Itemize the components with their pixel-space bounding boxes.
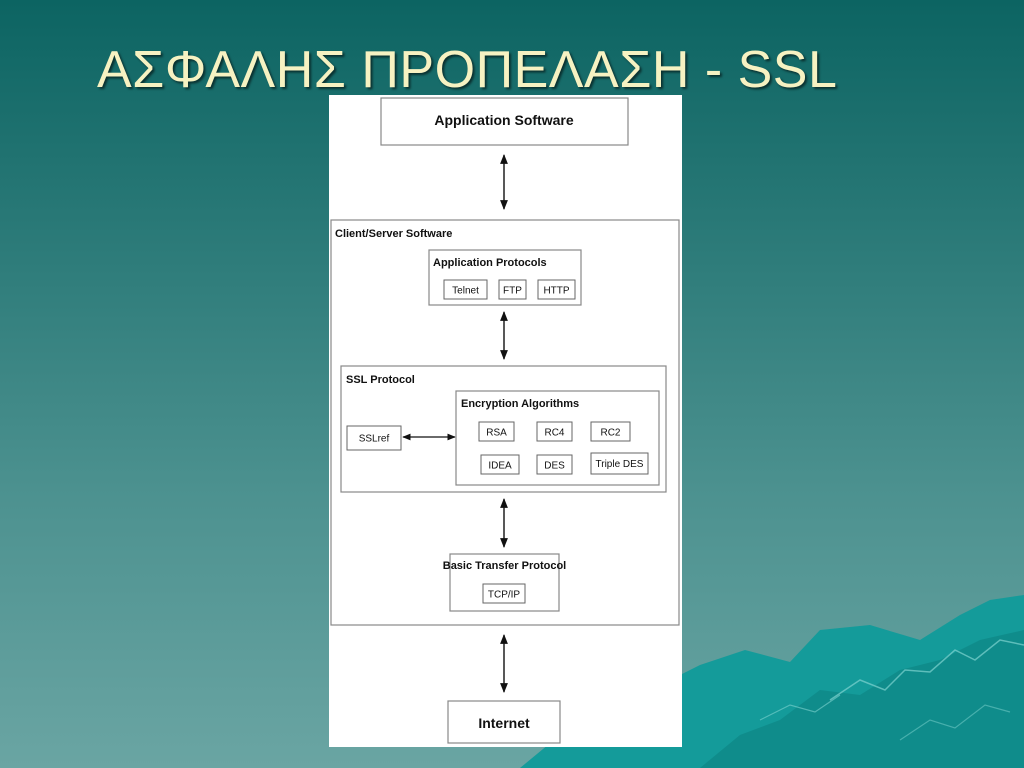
protocol-telnet: Telnet bbox=[443, 279, 488, 300]
basic-transfer-protocol-label: Basic Transfer Protocol bbox=[443, 560, 567, 572]
algorithm-rsa-label: RSA bbox=[486, 428, 507, 439]
protocol-tcp-ip-label: TCP/IP bbox=[488, 590, 521, 601]
protocol-ftp-label: FTP bbox=[503, 286, 522, 297]
internet-box: Internet bbox=[447, 700, 561, 744]
slide-title: ΑΣΦΑΛΗΣ ΠΡΟΠΕΛΑΣΗ - SSL bbox=[97, 41, 838, 99]
algorithm-des-label: DES bbox=[544, 461, 565, 472]
algorithm-idea: IDEA bbox=[480, 454, 520, 475]
algorithm-rc2: RC2 bbox=[590, 421, 631, 442]
sslref-label: SSLref bbox=[359, 434, 390, 445]
algorithm-des: DES bbox=[536, 454, 573, 475]
algorithm-triple-des: Triple DES bbox=[590, 452, 649, 475]
client-server-label: Client/Server Software bbox=[335, 228, 452, 240]
algorithm-triple-des-label: Triple DES bbox=[596, 459, 644, 470]
algorithm-idea-label: IDEA bbox=[488, 461, 512, 472]
protocol-http-label: HTTP bbox=[543, 286, 569, 297]
protocol-http: HTTP bbox=[537, 279, 576, 300]
application-protocols-label: Application Protocols bbox=[433, 257, 547, 269]
algorithm-rc4: RC4 bbox=[536, 421, 573, 442]
ssl-protocol-label: SSL Protocol bbox=[346, 374, 415, 386]
application-software-label: Application Software bbox=[434, 112, 573, 128]
algorithm-rsa: RSA bbox=[478, 421, 515, 442]
protocol-tcp-ip: TCP/IP bbox=[482, 583, 526, 604]
protocol-telnet-label: Telnet bbox=[452, 286, 479, 297]
algorithm-rc4-label: RC4 bbox=[544, 428, 564, 439]
sslref-box: SSLref bbox=[346, 425, 402, 451]
application-software-box: Application Software bbox=[380, 97, 629, 146]
ssl-architecture-diagram: Application Software Client/Server Softw… bbox=[330, 97, 680, 744]
internet-label: Internet bbox=[478, 715, 530, 731]
encryption-algorithms-label: Encryption Algorithms bbox=[461, 398, 579, 410]
ssl-diagram-panel: Application Software Client/Server Softw… bbox=[329, 95, 682, 747]
algorithm-rc2-label: RC2 bbox=[600, 428, 620, 439]
protocol-ftp: FTP bbox=[498, 279, 527, 300]
